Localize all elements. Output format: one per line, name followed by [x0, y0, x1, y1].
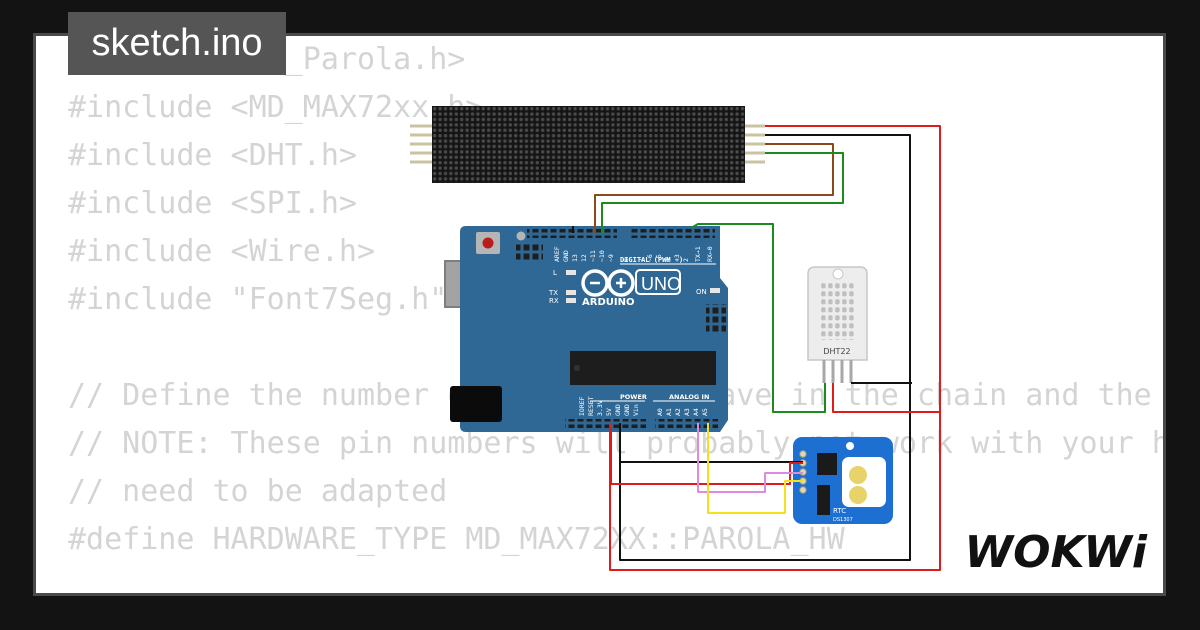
icsp-header — [516, 242, 543, 260]
pin-label: 12 — [580, 254, 588, 262]
analog-header[interactable] — [655, 419, 718, 428]
pin-label: 7 — [637, 258, 645, 262]
wires — [572, 125, 941, 571]
code-line: #define HARDWARE_TYPE MD_MAX72XX::PAROLA… — [68, 522, 845, 557]
dht22-label: DHT22 — [823, 347, 850, 356]
dht22-pins — [822, 360, 853, 383]
pin-label: ~5 — [655, 254, 663, 262]
pin-label: RESET — [587, 396, 595, 416]
pin-label: A4 — [692, 408, 700, 416]
pin-label: 8 — [622, 258, 630, 262]
pin-label: ~11 — [589, 250, 597, 262]
wire-gnd[interactable] — [619, 134, 911, 561]
wire-rtc-vcc[interactable] — [610, 428, 803, 485]
pin-label: A3 — [683, 408, 691, 416]
wire-clk[interactable] — [594, 143, 834, 233]
pin-label: 3.3V — [596, 400, 604, 416]
code-line: #include "Font7Seg.h" — [68, 282, 448, 317]
code-line: #include <Wire.h> — [68, 234, 376, 269]
file-tab[interactable]: sketch.ino — [68, 12, 286, 75]
pin-label: ~6 — [646, 254, 654, 262]
wokwi-logo: WOKWi — [965, 527, 1148, 578]
wire-dht-data[interactable] — [690, 223, 826, 413]
pin-label: AREF — [553, 246, 561, 262]
wire-cs[interactable] — [601, 152, 844, 233]
pin-label: A2 — [674, 408, 682, 416]
pin-label: 4 — [664, 258, 672, 262]
wire-rtc-scl[interactable] — [707, 423, 803, 514]
pin-label: Vin — [632, 404, 640, 416]
power-header[interactable] — [565, 419, 646, 428]
tx-led-label: TX — [548, 289, 558, 297]
pin-label: GND — [623, 404, 631, 416]
power-label: POWER — [620, 393, 647, 401]
pin-label: GND — [562, 250, 570, 262]
code-editor[interactable]: #include <MD_Parola.h>#include <MD_MAX72… — [68, 36, 1163, 564]
digital-header-left[interactable] — [527, 229, 617, 238]
pin-label: RX←0 — [706, 246, 714, 262]
pin-label: 5V — [605, 408, 613, 416]
arduino-logo: ARDUINO — [581, 269, 635, 308]
pin-label: A1 — [665, 408, 673, 416]
digital-header-right[interactable] — [631, 229, 715, 238]
code-line: #include <DHT.h> — [68, 138, 357, 173]
wire-dht-vcc[interactable] — [832, 383, 940, 413]
rtc-chip — [817, 453, 837, 475]
analog-label: ANALOG IN — [669, 393, 709, 401]
top-pin-labels: AREF GND 13 12 ~11 ~10 ~9 8 7 ~6 ~5 4 ~3… — [553, 246, 714, 262]
pin-label: A5 — [701, 408, 709, 416]
pin-label: TX→1 — [694, 246, 702, 262]
wire-vcc[interactable] — [609, 125, 941, 571]
status-leds: L TX RX ON — [548, 269, 720, 305]
board-model-label: UNO — [641, 274, 681, 294]
on-led-label: ON — [696, 288, 707, 296]
pin-label: IOREF — [578, 396, 586, 416]
rtc-module[interactable]: RTC DS1307 — [793, 437, 893, 524]
arduino-uno-board[interactable]: AREF GND 13 12 ~11 ~10 ~9 8 7 ~6 ~5 4 ~3… — [444, 226, 728, 432]
icsp2-header — [706, 304, 726, 332]
code-line: #include <SPI.h> — [68, 186, 357, 221]
led-matrix-input-pins — [410, 124, 434, 164]
brand-label: ARDUINO — [582, 297, 634, 308]
rtc-chip-label: DS1307 — [833, 517, 853, 523]
power-jack — [450, 386, 502, 422]
bottom-pin-labels: IOREF RESET 3.3V 5V GND GND Vin A0 A1 A2… — [578, 396, 709, 416]
digital-label: DIGITAL (PWM ~) — [620, 256, 683, 264]
wire-rtc-gnd[interactable] — [619, 450, 803, 463]
rtc-label: RTC — [833, 507, 846, 515]
atmega-chip — [570, 351, 716, 385]
pin-label: ~3 — [673, 254, 681, 262]
dht22-sensor[interactable]: DHT22 — [807, 266, 868, 383]
pin-label: GND — [614, 404, 622, 416]
star-icon — [846, 442, 854, 450]
pin-label: 2 — [682, 258, 690, 262]
code-line: // need to be adapted — [68, 474, 448, 509]
pin-label: A0 — [656, 408, 664, 416]
l-led-label: L — [553, 269, 557, 277]
pin-label: ~9 — [607, 254, 615, 262]
pin-label: 13 — [571, 254, 579, 262]
pin-label: ~10 — [598, 250, 606, 262]
wire-rtc-sda[interactable] — [697, 423, 803, 493]
led-matrix-module[interactable] — [410, 106, 765, 183]
rx-led-label: RX — [549, 297, 559, 305]
led-matrix-output-pins — [745, 124, 765, 164]
